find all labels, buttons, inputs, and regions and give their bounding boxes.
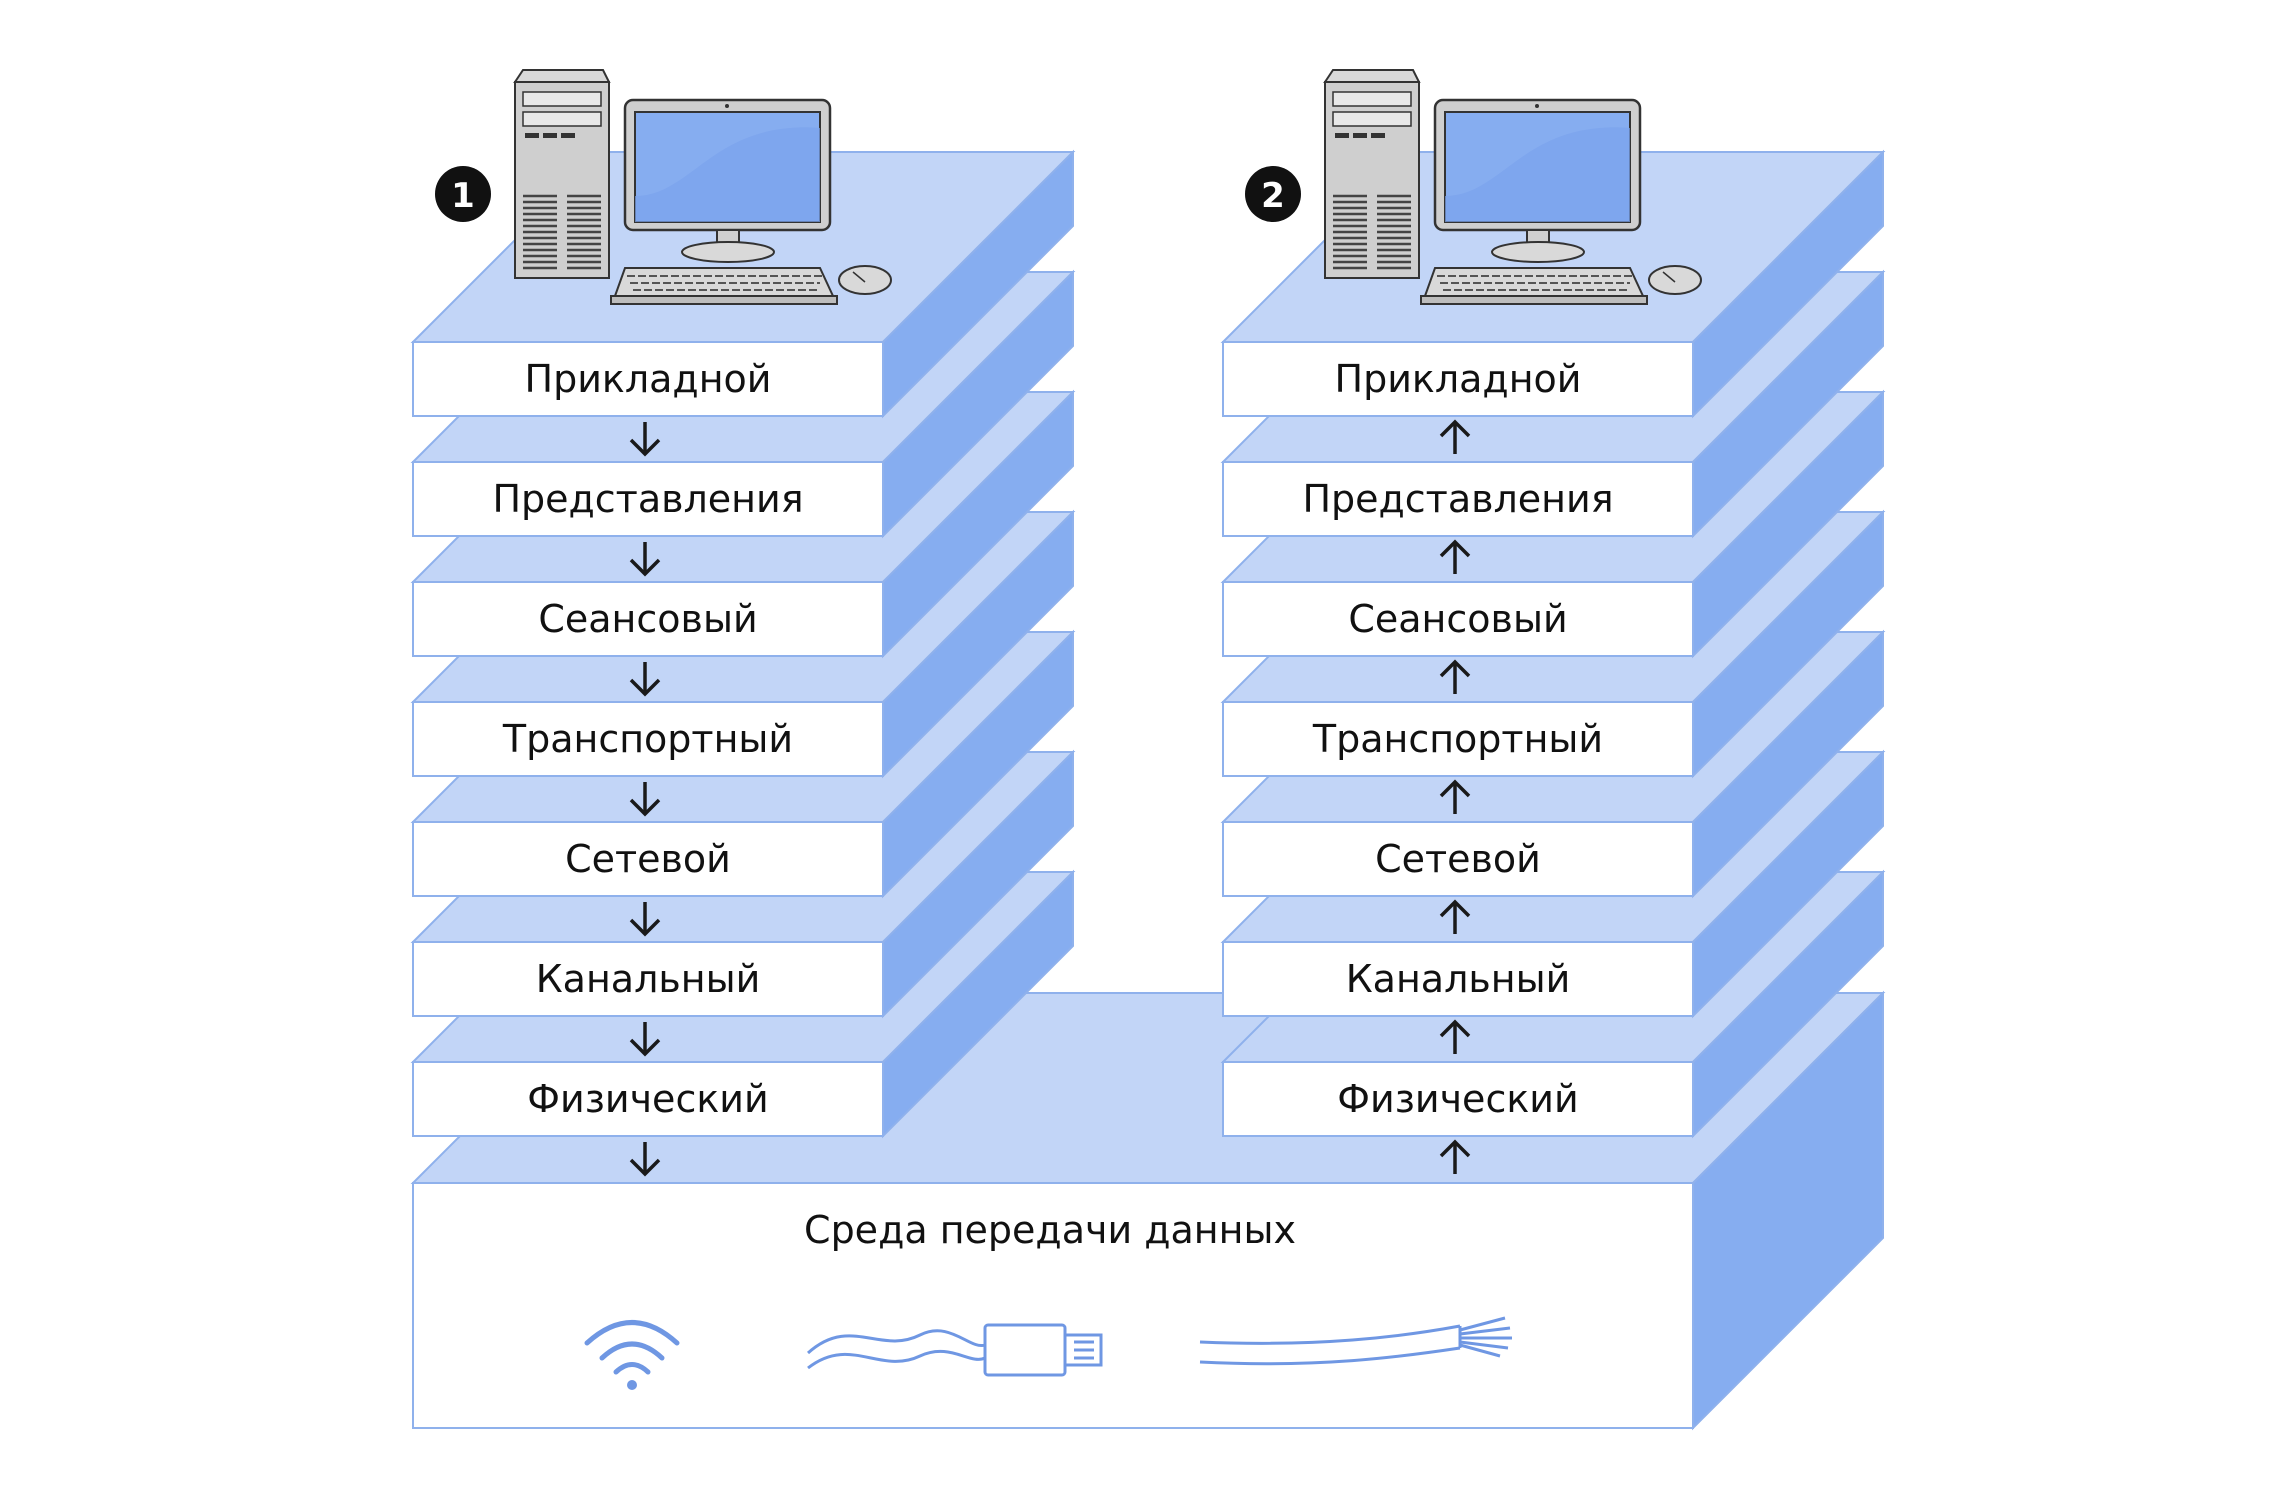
monitor-icon [623, 98, 832, 263]
mouse-icon [838, 265, 892, 295]
layer-front-face [412, 581, 884, 657]
layer-front-face [412, 941, 884, 1017]
layer-label: Прикладной [525, 357, 772, 401]
monitor-icon [1433, 98, 1642, 263]
layer-label: Сетевой [1375, 837, 1541, 881]
keyboard-icon [610, 267, 838, 305]
host-badge: 2 [1245, 166, 1301, 222]
layer-front-face [412, 461, 884, 537]
layer-front-face [1222, 941, 1694, 1017]
mouse-icon [1648, 265, 1702, 295]
arrow-down-icon [629, 1022, 661, 1057]
layer-label: Прикладной [1335, 357, 1582, 401]
host-badge: 1 [435, 166, 491, 222]
arrow-down-icon [629, 782, 661, 817]
host-badge-number: 2 [1261, 176, 1285, 216]
arrow-up-icon [1439, 1019, 1471, 1054]
layer-label: Канальный [536, 957, 761, 1001]
arrow-up-icon [1439, 419, 1471, 454]
host-badge-number: 1 [451, 176, 475, 216]
arrow-up-icon [1439, 899, 1471, 934]
layer-label: Физический [527, 1077, 768, 1121]
layer-label: Представления [492, 477, 803, 521]
medium-block-front [412, 1182, 1694, 1429]
layer-label: Транспортный [1312, 717, 1603, 761]
layer-label: Сетевой [565, 837, 731, 881]
arrow-down-icon [629, 542, 661, 577]
data-flow-arrows [629, 419, 1471, 1177]
layer-front-face [1222, 461, 1694, 537]
layer-front-face [1222, 821, 1694, 897]
computer-icon: 2 [1245, 69, 1702, 305]
layer-label: Представления [1302, 477, 1613, 521]
ethernet-cable-icon [806, 1323, 1103, 1377]
system-unit-icon [513, 69, 611, 279]
arrow-up-icon [1439, 539, 1471, 574]
layer-front-face [412, 341, 884, 417]
arrow-down-icon [629, 902, 661, 937]
layer-front-face [412, 821, 884, 897]
layer-label: Канальный [1346, 957, 1571, 1001]
layer-front-face [1222, 341, 1694, 417]
layer-front-face [412, 1061, 884, 1137]
medium-label: Среда передачи данных [804, 1208, 1296, 1252]
system-unit-icon [1323, 69, 1421, 279]
fiber-cable-icon [1199, 1316, 1512, 1366]
layer-front-face [1222, 581, 1694, 657]
layer-stacks: ФизическийКанальныйСетевойТранспортныйСе… [410, 149, 1886, 1139]
keyboard-icon [1420, 267, 1648, 305]
layer-stack-host-2: Физический Канальный Сетевой Транспортный Се… [1220, 149, 1886, 1139]
layer-front-face [412, 701, 884, 777]
arrow-up-icon [1439, 1139, 1471, 1174]
layer-front-face [1222, 1061, 1694, 1137]
layer-label: Транспортный [502, 717, 793, 761]
layer-label: Сеансовый [1348, 597, 1567, 641]
layer-label: Физический [1337, 1077, 1578, 1121]
arrow-down-icon [629, 662, 661, 697]
layer-label: Сеансовый [538, 597, 757, 641]
wifi-icon [584, 1320, 680, 1390]
arrow-up-icon [1439, 659, 1471, 694]
arrow-down-icon [629, 1142, 661, 1177]
arrow-up-icon [1439, 779, 1471, 814]
computer-icon: 1 [435, 69, 892, 305]
layer-front-face [1222, 701, 1694, 777]
arrow-down-icon [629, 422, 661, 457]
